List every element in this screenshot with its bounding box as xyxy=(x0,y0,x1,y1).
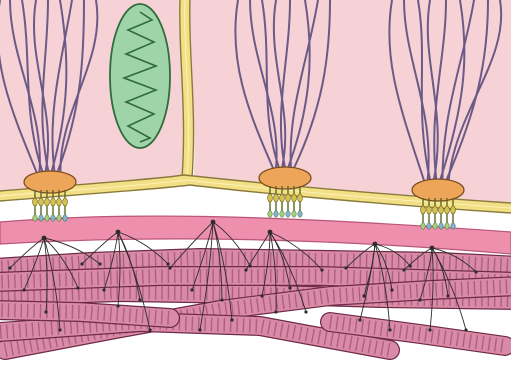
collagen-fibril xyxy=(0,310,170,318)
mitochondrion xyxy=(110,4,170,148)
collagen-fibrils xyxy=(0,258,511,350)
